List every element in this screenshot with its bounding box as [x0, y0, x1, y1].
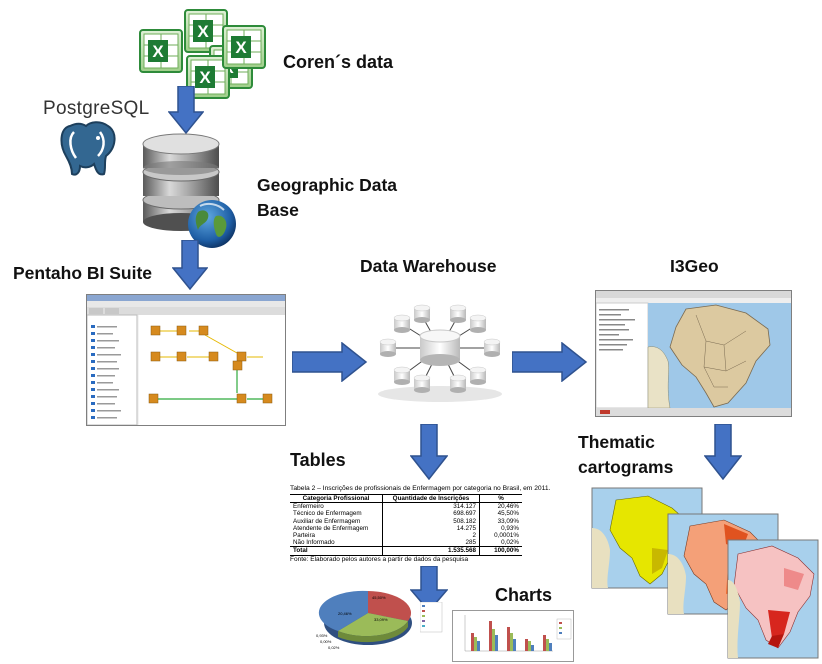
cell: Não Informado	[293, 539, 335, 547]
data-table: Categoria Profissional Quantidade de Ins…	[290, 493, 522, 556]
postgresql-elephant-icon	[56, 118, 122, 180]
table-total-row: Total 1.535.568 100,00%	[290, 546, 522, 556]
cell: 0,02%	[479, 539, 522, 547]
arrow-excel-to-db	[168, 86, 204, 134]
postgresql-logo-text: PostgreSQL	[43, 98, 150, 119]
table-row: Não Informado 285 0,02%	[290, 539, 522, 547]
cell: 0,93%	[479, 524, 522, 533]
pie-label: 0,93%	[316, 633, 328, 638]
cell: 285	[382, 539, 480, 547]
cell: 314.127	[382, 502, 480, 511]
pie-chart: 45,50% 20,46% 33,09% 0,93% 0,00% 0,02%	[312, 583, 424, 663]
cell: 14.275	[382, 524, 480, 533]
arrow-db-to-pentaho	[172, 240, 208, 290]
cell: 33,09%	[479, 517, 522, 525]
i3geo-label: I3Geo	[670, 256, 719, 276]
cell: 0,0001%	[479, 532, 522, 540]
col-header-category: Categoria Profissional	[290, 493, 383, 504]
cell: Técnico de Enfermagem	[293, 510, 362, 518]
pie-label: 20,46%	[338, 611, 352, 616]
pie-label: 33,09%	[374, 617, 388, 622]
data-warehouse-icon	[370, 296, 510, 406]
cell: 1.535.568	[382, 546, 480, 556]
thematic-line-2: cartograms	[578, 457, 674, 477]
cell: Total	[290, 546, 383, 556]
table-row: Técnico de Enfermagem 698.697 45,50%	[290, 510, 522, 518]
cell: Enfermeiro	[293, 503, 324, 511]
geo-db-line-2: Base	[257, 200, 299, 220]
table-row: Auxiliar de Enfermagem 508.182 33,09%	[290, 517, 522, 525]
cell: 698.697	[382, 510, 480, 518]
pie-label: 0,00%	[320, 639, 332, 644]
database-icon	[138, 132, 238, 250]
cell: 2	[382, 532, 480, 540]
cell: 100,00%	[479, 546, 522, 556]
cell: 45,50%	[479, 510, 522, 518]
arrow-pentaho-to-dw	[292, 342, 368, 382]
data-table-block: Tabela 2 – Inscrições de profissionais d…	[290, 485, 560, 564]
tables-label: Tables	[290, 450, 346, 470]
data-warehouse-label: Data Warehouse	[360, 256, 497, 276]
arrow-dw-to-i3geo	[512, 342, 588, 382]
thematic-line-1: Thematic	[578, 432, 655, 452]
corens-data-label: Coren´s data	[283, 52, 394, 72]
i3geo-screenshot	[595, 290, 792, 417]
pie-label: 45,50%	[372, 595, 386, 600]
thematic-cartograms-label: Thematic cartograms	[578, 430, 673, 480]
col-header-quantity: Quantidade de Inscrições	[382, 493, 480, 504]
cell: Atendente de Enfermagem	[293, 524, 369, 532]
geo-db-line: Geographic Data	[257, 175, 398, 195]
cell: Auxiliar de Enfermagem	[293, 517, 361, 525]
pie-legend	[420, 602, 444, 634]
geographic-database-label: Geographic Data Base	[257, 173, 397, 223]
cell: 20,46%	[479, 502, 522, 511]
arrow-i3geo-to-cartograms	[704, 424, 742, 480]
pentaho-label: Pentaho BI Suite	[13, 263, 153, 283]
charts-label: Charts	[495, 585, 553, 605]
arrow-tables-to-charts	[410, 566, 448, 612]
pie-label: 0,02%	[328, 645, 340, 650]
table-caption: Tabela 2 – Inscrições de profissionais d…	[290, 485, 551, 492]
table-row: Enfermeiro 314.127 20,46%	[290, 502, 522, 511]
thematic-maps	[588, 484, 820, 664]
cell: 508.182	[382, 517, 480, 525]
table-row: Parteira 2 0,0001%	[290, 532, 522, 540]
pentaho-screenshot	[86, 294, 286, 426]
cell: Parteira	[293, 532, 316, 540]
col-header-percent: %	[479, 493, 522, 504]
bar-chart-thumbnail	[452, 610, 574, 662]
table-source: Fonte: Elaborado pelos autores a partir …	[290, 555, 469, 563]
arrow-dw-to-tables	[410, 424, 448, 480]
table-row: Atendente de Enfermagem 14.275 0,93%	[290, 524, 522, 533]
